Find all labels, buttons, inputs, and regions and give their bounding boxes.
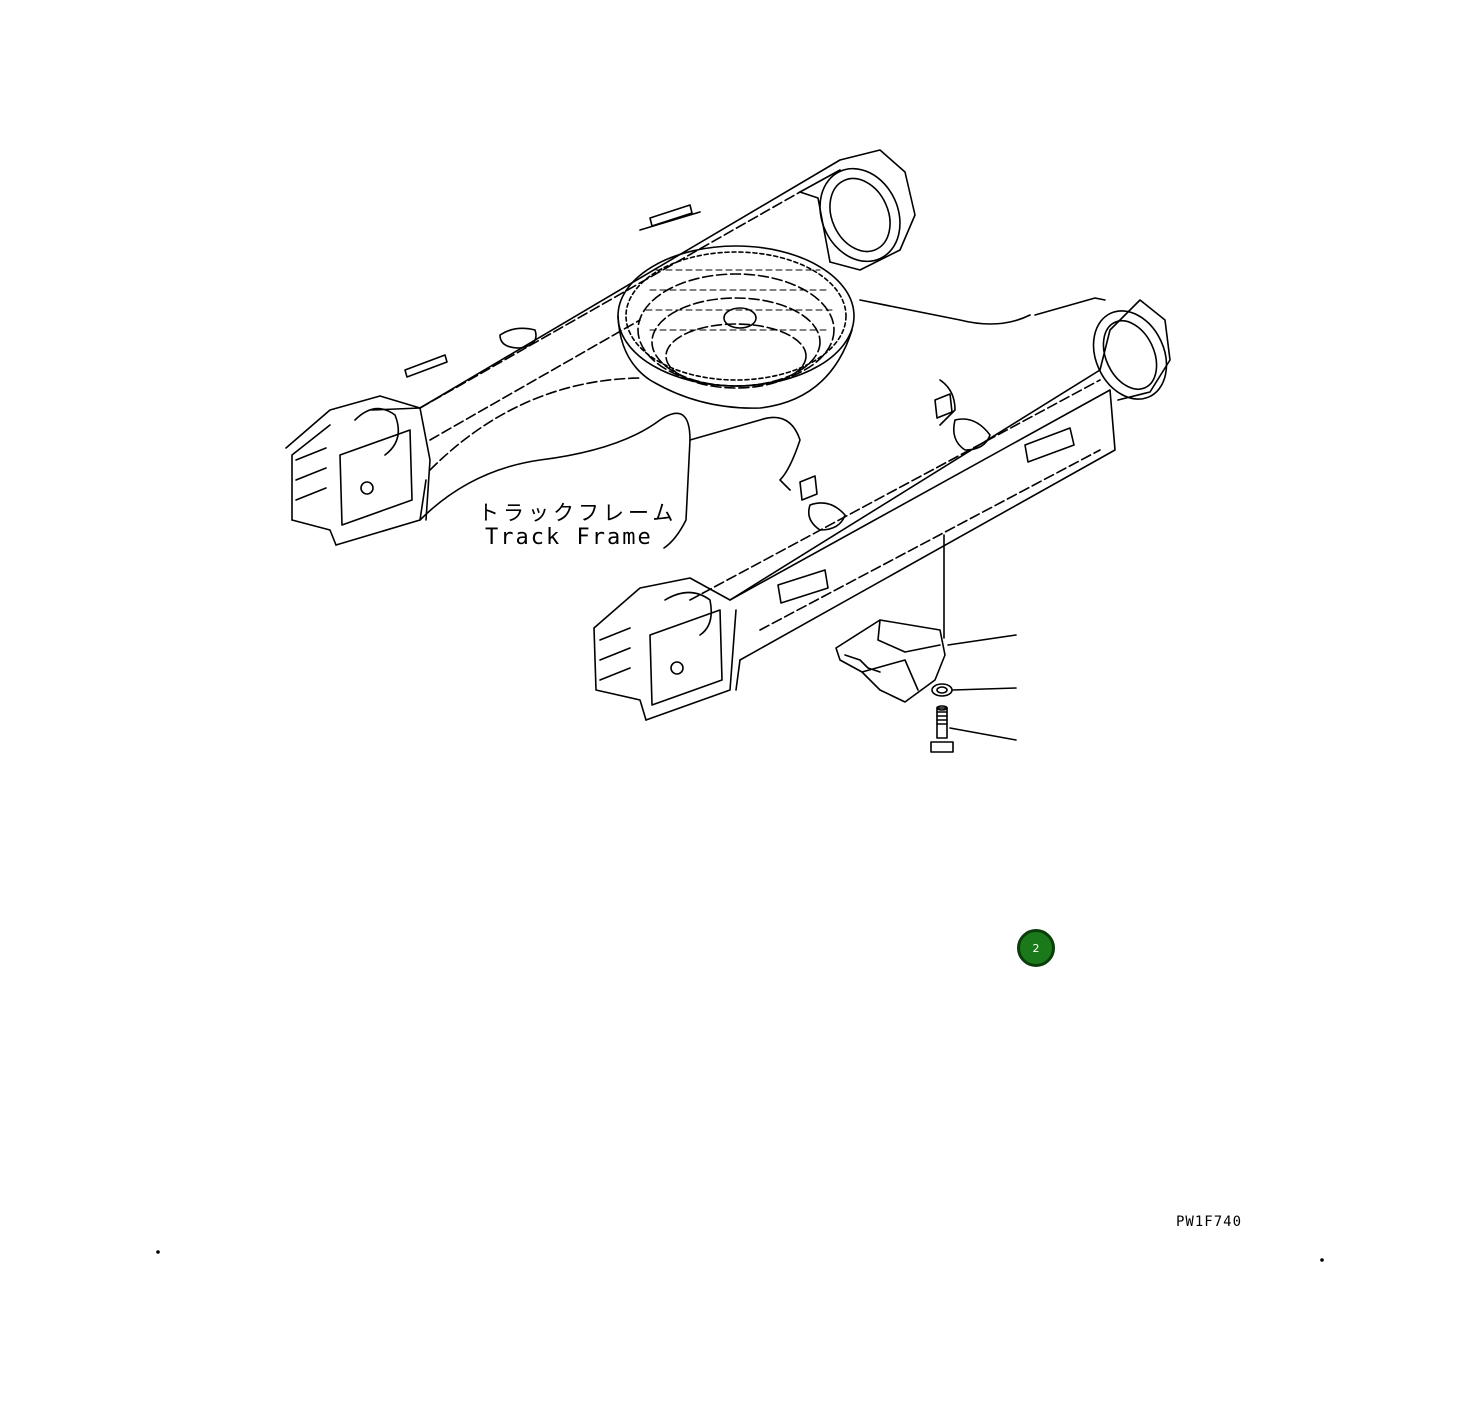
part-callout-badge[interactable]: 2 [1017,929,1055,967]
bolt-part [930,705,954,753]
center-body [419,245,1031,549]
track-frame-label-jp: トラックフレーム [478,501,678,525]
near-side-frame [593,297,1171,721]
guard-part [835,619,946,703]
leader-line-guard [947,634,1017,646]
leader-line-bolt [949,727,1017,741]
corner-mark-right [1320,1258,1324,1262]
part-callout-number: 2 [1032,941,1040,955]
washer-part [931,683,953,697]
track-frame-label-en: Track Frame [485,525,653,550]
corner-mark-left [156,1250,160,1254]
drawing-code: PW1F740 [1176,1214,1243,1230]
leader-line-washer [952,687,1017,691]
exploded-parts [835,534,1017,753]
far-side-frame [285,149,916,546]
